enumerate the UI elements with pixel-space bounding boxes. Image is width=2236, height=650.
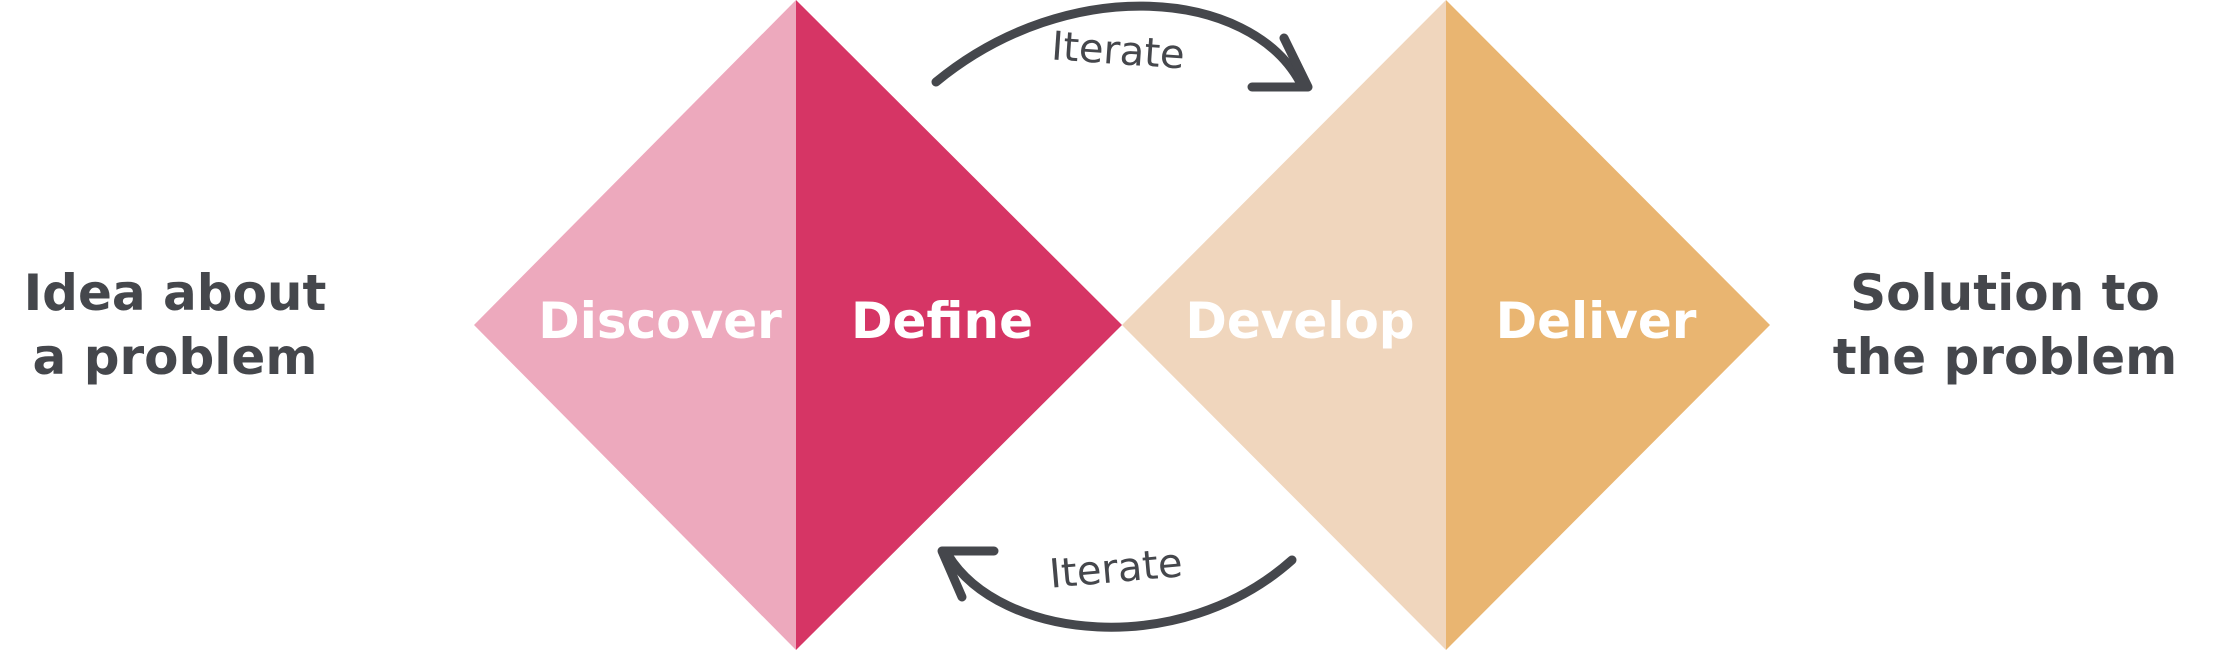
- define-half: [796, 0, 1122, 650]
- iterate-forward-arrow: [931, 1, 1313, 92]
- start-label: Idea about a problem: [0, 0, 350, 650]
- deliver-label: Deliver: [1496, 292, 1697, 350]
- end-label: Solution to the problem: [1830, 0, 2180, 650]
- iterate-top-label: Iterate: [1050, 23, 1186, 78]
- develop-half: [1122, 0, 1446, 650]
- arrow-head-left-icon: [937, 546, 999, 602]
- end-label-line-1: Solution to: [1850, 264, 2160, 322]
- define-label: Define: [851, 292, 1033, 350]
- end-label-line-2: the problem: [1832, 328, 2178, 386]
- arrow-head-right-icon: [1247, 33, 1313, 92]
- iterate-backward-arc: [943, 550, 1297, 632]
- discover-half: [474, 0, 796, 650]
- discover-label: Discover: [538, 292, 782, 350]
- deliver-half: [1446, 0, 1770, 650]
- start-label-line-2: a problem: [32, 328, 318, 386]
- iterate-backward-arrow: [937, 546, 1297, 632]
- iterate-forward-arc: [931, 1, 1305, 87]
- iterate-bottom-label: Iterate: [1047, 540, 1184, 597]
- develop-label: Develop: [1185, 292, 1414, 350]
- start-label-line-1: Idea about: [23, 264, 327, 322]
